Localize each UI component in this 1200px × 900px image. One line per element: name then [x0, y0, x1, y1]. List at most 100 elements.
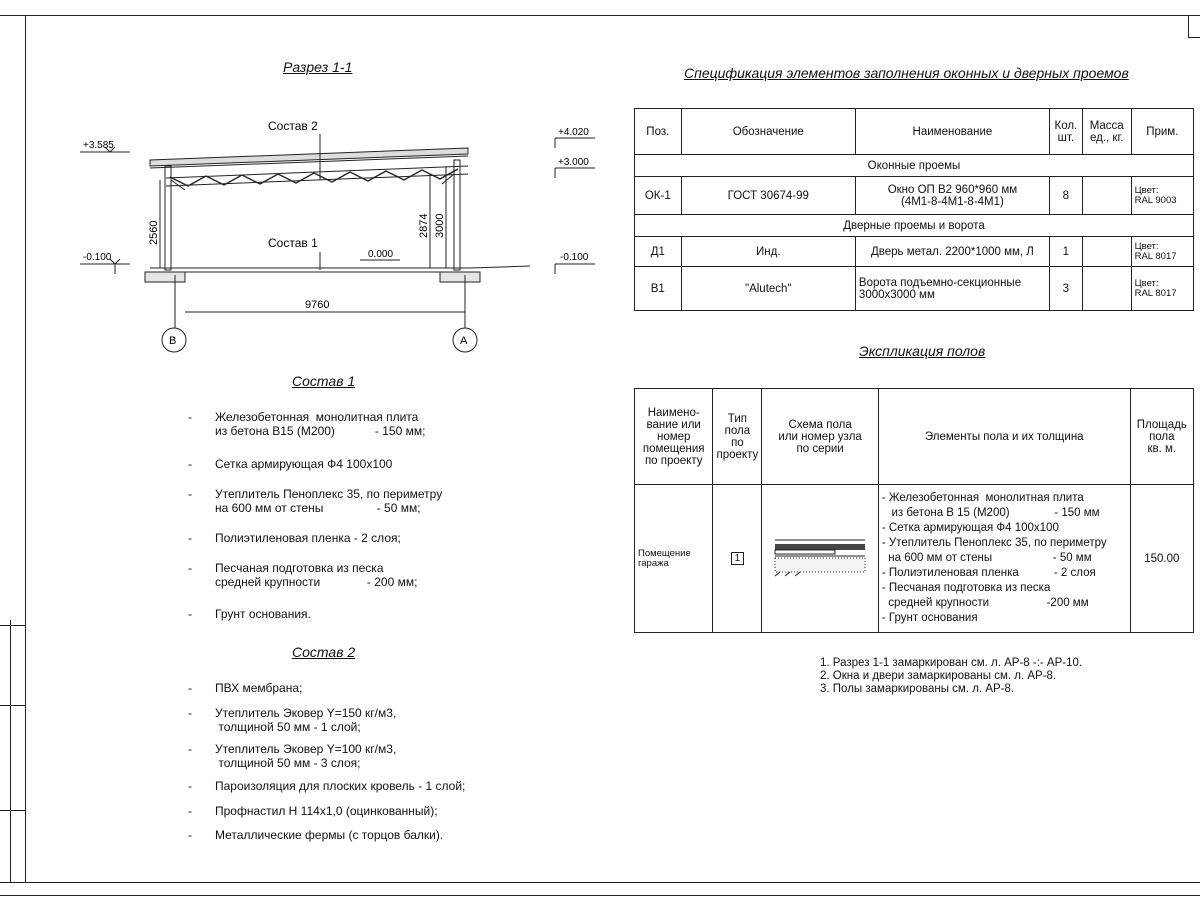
- dash: -: [188, 681, 192, 695]
- dash: -: [188, 607, 192, 621]
- frame-bottom: [0, 882, 1200, 883]
- spec-cell-name: Окно ОП В2 960*960 мм (4М1-8-4М1-8-4М1): [854, 176, 1050, 215]
- spec-cell-name: Ворота подъемно-секционные 3000х3000 мм: [854, 266, 1050, 311]
- sostav2-list: - ПВХ мембрана; - Утеплитель Эковер Y=150 …: [188, 681, 508, 851]
- dash: -: [188, 531, 192, 545]
- sostav2-title: Состав 2: [292, 644, 356, 660]
- level-mark-right-top: [554, 137, 595, 148]
- list-item-text: Профнастил Н 114х1,0 (оцинкованный);: [215, 804, 438, 818]
- spec-cell-name: Дверь метал. 2200*1000 мм, Л: [854, 236, 1050, 267]
- spec-header-name: Наименование: [854, 108, 1050, 155]
- columns: [164, 159, 461, 271]
- spec-header-note: Прим.: [1130, 108, 1195, 155]
- spec-row: Д1 Инд. Дверь метал. 2200*1000 мм, Л 1 Ц…: [634, 236, 1195, 267]
- corner-mark-h: [1188, 37, 1200, 38]
- floors-header-type: Тип пола по проекту: [712, 388, 763, 485]
- floor-scheme-drawing: [774, 539, 866, 577]
- list-item-text: Песчаная подготовка из песка средней кру…: [215, 561, 418, 589]
- axis-bubble-left: [161, 327, 187, 353]
- spec-cell-code: Инд.: [680, 236, 856, 267]
- dash: -: [188, 828, 192, 842]
- spec-header-row: Поз. Обозначение Наименование Кол. шт. М…: [634, 108, 1195, 155]
- axis-bubble-right: [452, 327, 478, 353]
- dimension-lines: [159, 166, 466, 335]
- floors-header-scheme: Схема пола или номер узла по серии: [761, 388, 879, 485]
- dash: -: [188, 561, 192, 575]
- spec-cell-mass: [1081, 236, 1132, 267]
- spec-group-windows: Оконные проемы: [634, 154, 1194, 177]
- floors-header-area: Площадь пола кв. м.: [1129, 388, 1195, 485]
- sostav1-list: - Железобетонная монолитная плита из бето…: [188, 410, 508, 621]
- level-mark-right-bottom: [554, 263, 595, 274]
- spec-cell-pos: ОК-1: [634, 176, 682, 215]
- section-drawing: +3.585 -0.100 +4.020 +3.000 -0.100: [80, 120, 595, 353]
- spec-row: ОК-1 ГОСТ 30674-99 Окно ОП В2 960*960 мм…: [634, 176, 1195, 215]
- level-mark-right-mid: [554, 167, 595, 178]
- list-item-text: Утеплитель Эковер Y=150 кг/м3, толщиной …: [215, 706, 397, 734]
- floors-header-elements: Элементы пола и их толщина: [877, 388, 1131, 485]
- floors-cell-scheme: [761, 484, 879, 633]
- dash: -: [188, 457, 192, 471]
- floor-type-box: 1: [730, 552, 744, 565]
- list-item-text: ПВХ мембрана;: [215, 681, 303, 695]
- callout-sostav2: Состав 2: [268, 120, 318, 133]
- callout-sostav1: Состав 1: [268, 236, 318, 250]
- axis-label-right: А: [460, 335, 468, 347]
- dash: -: [188, 804, 192, 818]
- list-item-text: Грунт основания.: [215, 607, 311, 621]
- level-mark-right-top-text: +4.020: [558, 127, 589, 138]
- dash: -: [188, 706, 192, 720]
- roof: [149, 147, 469, 187]
- list-item-text: Утеплитель Эковер Y=100 кг/м3, толщиной …: [215, 742, 397, 770]
- spec-title: Спецификация элементов заполнения оконны…: [684, 65, 1129, 81]
- spec-header-code: Обозначение: [680, 108, 856, 155]
- truss: [169, 168, 459, 187]
- spec-cell-pos: В1: [634, 266, 682, 311]
- spec-cell-pos: Д1: [634, 236, 682, 267]
- spec-cell-mass: [1081, 266, 1132, 311]
- spec-cell-note: Цвет: RAL 9003: [1130, 176, 1195, 215]
- spec-cell-note: Цвет: RAL 8017: [1130, 236, 1195, 267]
- spec-cell-code: ГОСТ 30674-99: [680, 176, 856, 215]
- spec-table: Поз. Обозначение Наименование Кол. шт. М…: [634, 108, 1195, 311]
- frame-page-bottom: [0, 895, 1200, 896]
- floors-cell-area: 150.00: [1129, 484, 1195, 633]
- spec-group-doors: Дверные проемы и ворота: [634, 214, 1194, 237]
- corner-mark: [1188, 15, 1189, 37]
- dim-right-height: 3000: [434, 214, 446, 238]
- sostav1-title: Состав 1: [292, 373, 356, 389]
- floors-table: Наимено- вание или номер помещения по пр…: [633, 388, 1195, 633]
- spec-cell-qty: 1: [1048, 236, 1083, 267]
- level-mark-right-mid-text: +3.000: [558, 157, 589, 168]
- floors-cell-room: Помещение гаража: [633, 484, 714, 633]
- floors-cell-type: 1: [712, 484, 763, 633]
- list-item-text: Железобетонная монолитная плита из бетон…: [215, 410, 426, 438]
- dim-left-height: 2560: [148, 221, 160, 245]
- floors-cell-elements: - Железобетонная монолитная плита из бет…: [877, 484, 1131, 633]
- frame-top: [0, 15, 1200, 16]
- spec-cell-note: Цвет: RAL 8017: [1130, 266, 1195, 311]
- side-stamp-line: [10, 620, 11, 882]
- spec-header-qty: Кол. шт.: [1048, 108, 1083, 155]
- floor-slab: [144, 265, 531, 283]
- floor-level-text: 0.000: [368, 249, 393, 260]
- frame-left: [25, 15, 26, 883]
- level-mark-right-bottom-text: -0.100: [560, 252, 589, 263]
- list-item-text: Утеплитель Пеноплекс 35, по периметру на…: [215, 487, 443, 515]
- spec-header-pos: Поз.: [634, 108, 682, 155]
- level-mark-left-top-text: +3.585: [83, 140, 114, 151]
- list-item-text: Пароизоляция для плоских кровель - 1 сло…: [215, 779, 466, 793]
- spec-cell-qty: 8: [1048, 176, 1083, 215]
- floors-header-row: Наимено- вание или номер помещения по пр…: [633, 388, 1195, 485]
- dash: -: [188, 487, 192, 501]
- floors-header-room: Наимено- вание или номер помещения по пр…: [633, 388, 714, 485]
- spec-cell-mass: [1081, 176, 1132, 215]
- list-item-text: Металлические фермы (с торцов балки).: [215, 828, 444, 842]
- floors-row: Помещение гаража 1 - Железобетонная моно…: [633, 484, 1195, 633]
- spec-header-mass: Масса ед., кг.: [1081, 108, 1132, 155]
- floors-title: Экспликация полов: [859, 343, 986, 359]
- list-item-text: Сетка армирующая Ф4 100х100: [215, 457, 393, 471]
- spec-cell-code: "Alutech": [680, 266, 856, 311]
- dash: -: [188, 742, 192, 756]
- spec-row: В1 "Alutech" Ворота подъемно-секционные …: [634, 266, 1195, 311]
